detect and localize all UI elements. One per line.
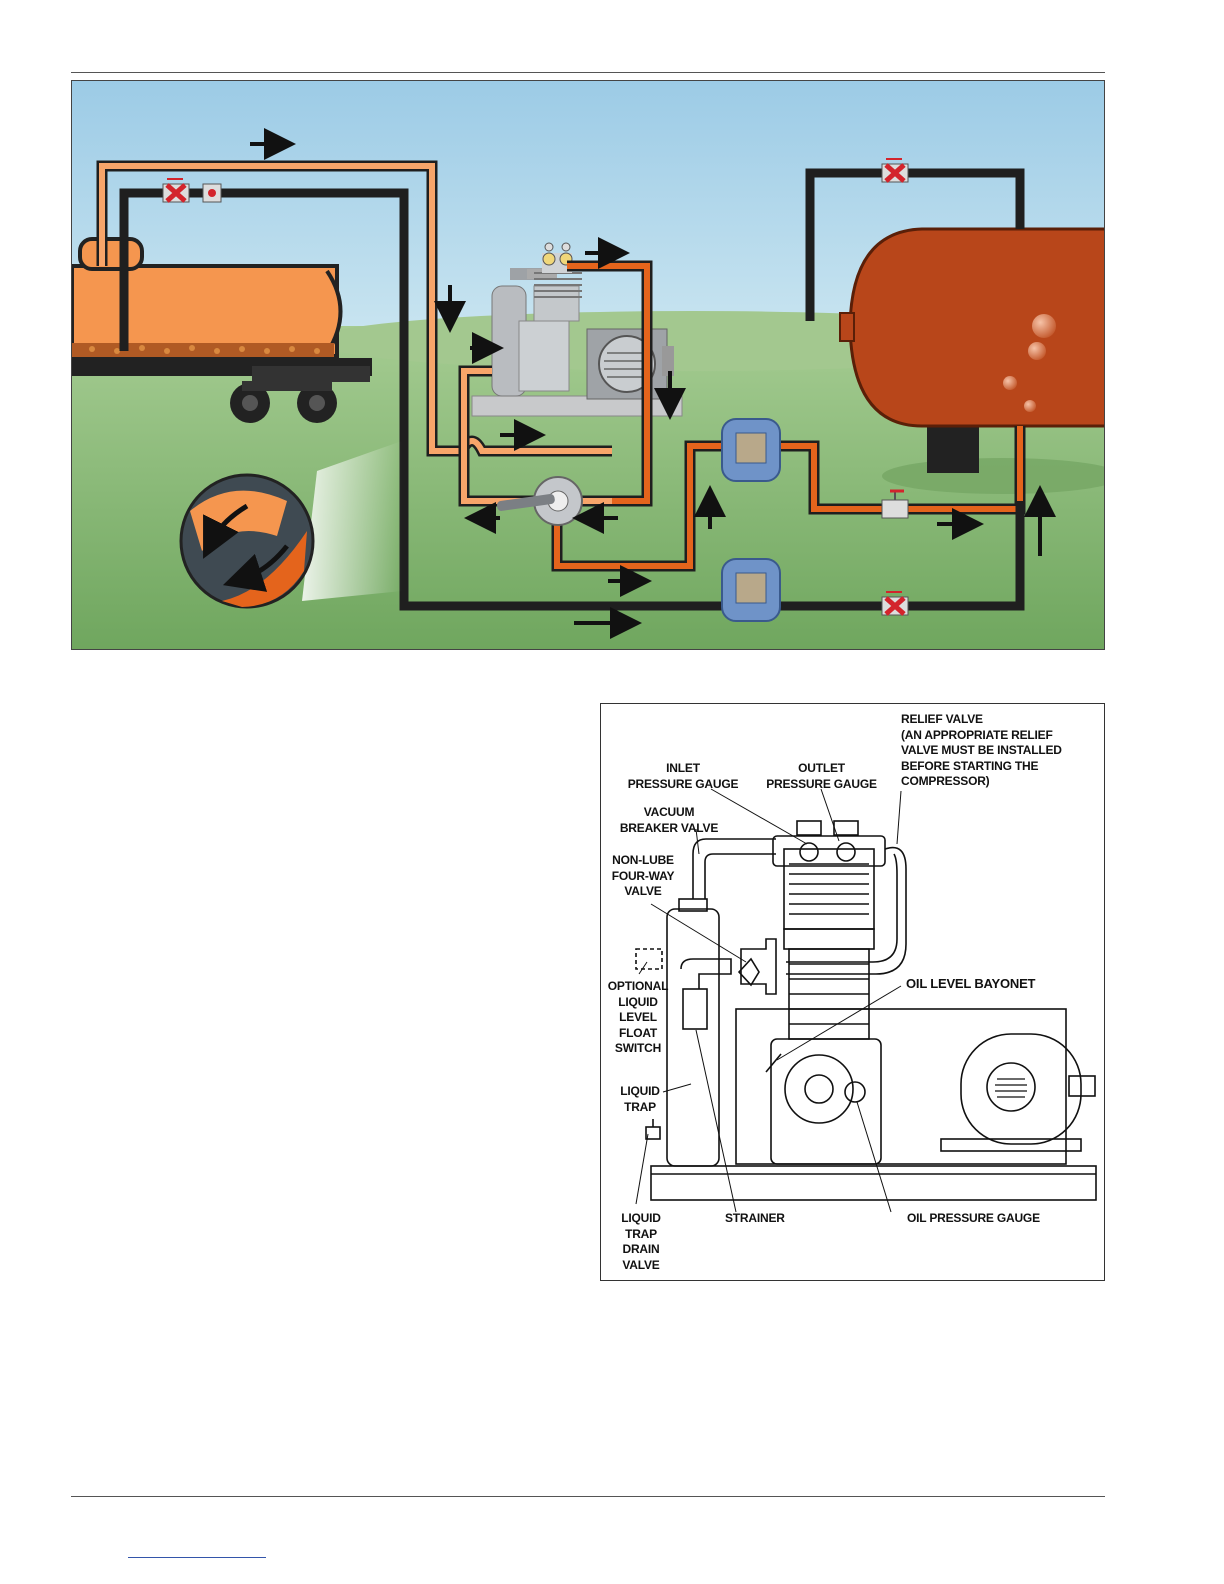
bottom-rule xyxy=(71,1496,1105,1497)
four-way-valve-label: NON-LUBE FOUR-WAY VALVE xyxy=(607,853,679,900)
strainer-label: STRAINER xyxy=(725,1211,785,1227)
oil-pressure-gauge xyxy=(845,1082,865,1102)
relief-valve-label: RELIEF VALVE (AN APPROPRIATE RELIEF VALV… xyxy=(901,712,1062,790)
footer-link-underline[interactable] xyxy=(128,1557,266,1558)
liquid-trap-drain-valve xyxy=(646,1127,660,1139)
transfer-system-illustration xyxy=(71,80,1105,650)
four-way-valve-body xyxy=(741,939,776,994)
pressure-transmitter-lower xyxy=(722,559,780,621)
liquid-trap xyxy=(667,909,719,1166)
top-rule xyxy=(71,72,1105,73)
float-switch xyxy=(636,949,662,969)
oil-level-bayonet xyxy=(766,1054,781,1072)
excess-flow-valve xyxy=(203,184,221,202)
oil-level-bayonet-label: OIL LEVEL BAYONET xyxy=(906,976,1035,992)
strainer xyxy=(683,989,707,1029)
magnified-flow-inset xyxy=(181,475,313,607)
inlet-pressure-gauge xyxy=(800,843,818,861)
drain-valve-label: LIQUID TRAP DRAIN VALVE xyxy=(615,1211,667,1273)
inlet-pressure-gauge-label: INLET PRESSURE GAUGE xyxy=(627,761,739,792)
liquid-trap-label: LIQUID TRAP xyxy=(614,1084,666,1115)
skid-base xyxy=(651,1166,1096,1200)
float-switch-label: OPTIONAL LIQUID LEVEL FLOAT SWITCH xyxy=(606,979,670,1057)
compressor-components-diagram: RELIEF VALVE (AN APPROPRIATE RELIEF VALV… xyxy=(600,703,1105,1281)
vacuum-breaker-valve-label: VACUUM BREAKER VALVE xyxy=(619,805,719,836)
oil-pressure-gauge-label: OIL PRESSURE GAUGE xyxy=(907,1211,1040,1227)
outlet-pressure-gauge xyxy=(837,843,855,861)
motor xyxy=(961,1034,1081,1144)
pressure-transmitter-upper xyxy=(722,419,780,481)
outlet-pressure-gauge-label: OUTLET PRESSURE GAUGE xyxy=(764,761,879,792)
